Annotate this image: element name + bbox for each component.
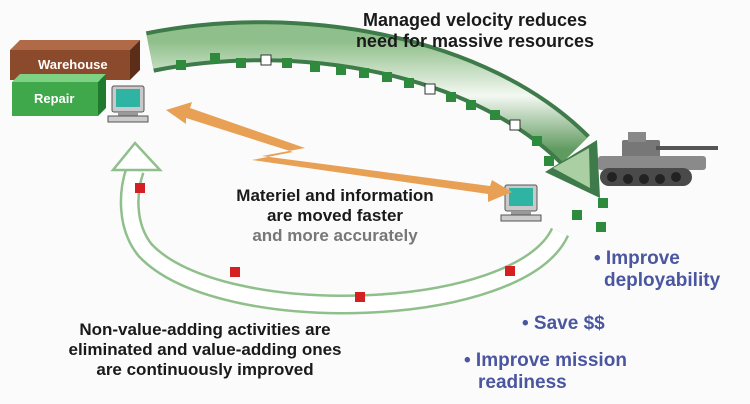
caption-line: Managed velocity reduces	[362, 10, 588, 30]
repair-box	[12, 74, 106, 116]
green-square	[210, 53, 220, 63]
caption-line: are moved faster	[266, 206, 404, 226]
benefit-line: deployability	[604, 270, 721, 292]
green-square	[532, 136, 542, 146]
white-square	[509, 119, 521, 131]
repair-label: Repair	[34, 91, 75, 106]
red-square	[135, 183, 145, 193]
caption-line: and more accurately	[252, 226, 418, 246]
green-square	[596, 222, 606, 232]
green-square	[490, 110, 500, 120]
benefit-deployability: • Improve deployability	[590, 248, 750, 293]
benefit-mission: • Improve mission readiness	[464, 350, 627, 395]
green-square	[544, 156, 554, 166]
green-square	[236, 58, 246, 68]
caption-line: Materiel and information	[236, 186, 434, 205]
benefit-save: • Save $$	[522, 313, 605, 334]
computer-icon	[107, 85, 149, 123]
warehouse-label: Warehouse	[38, 57, 108, 72]
green-square	[382, 72, 392, 82]
green-square	[282, 58, 292, 68]
green-square	[446, 92, 456, 102]
green-square	[176, 60, 186, 70]
benefit-line: • Improve	[594, 248, 680, 269]
green-square	[572, 210, 582, 220]
benefit-line: readiness	[478, 372, 567, 394]
caption-line: are continuously improved	[96, 360, 314, 380]
tank-icon	[598, 132, 718, 186]
defect-squares	[135, 183, 515, 302]
caption-line: Non-value-adding activities are	[79, 320, 331, 339]
green-square	[404, 78, 414, 88]
red-square	[355, 292, 365, 302]
caption-line: need for massive resources	[355, 31, 595, 52]
lightning-arrow-icon	[166, 102, 512, 202]
green-square	[359, 68, 369, 78]
green-square	[466, 100, 476, 110]
accuracy-caption: Materiel and information are moved faste…	[185, 186, 485, 246]
green-square	[336, 65, 346, 75]
red-square	[230, 267, 240, 277]
green-square	[598, 198, 608, 208]
material-flow-squares	[176, 53, 608, 232]
computer-icon	[500, 184, 542, 222]
improvement-caption: Non-value-adding activities are eliminat…	[20, 320, 390, 380]
benefit-line: • Improve mission	[464, 350, 627, 371]
white-square	[424, 83, 436, 95]
red-square	[505, 266, 515, 276]
velocity-caption: Managed velocity reduces need for massiv…	[320, 10, 630, 52]
top-flow-arrow	[145, 20, 600, 198]
white-square	[260, 54, 272, 66]
green-square	[310, 62, 320, 72]
caption-line: eliminated and value-adding ones	[68, 340, 342, 360]
return-flow-arrow	[110, 141, 570, 315]
